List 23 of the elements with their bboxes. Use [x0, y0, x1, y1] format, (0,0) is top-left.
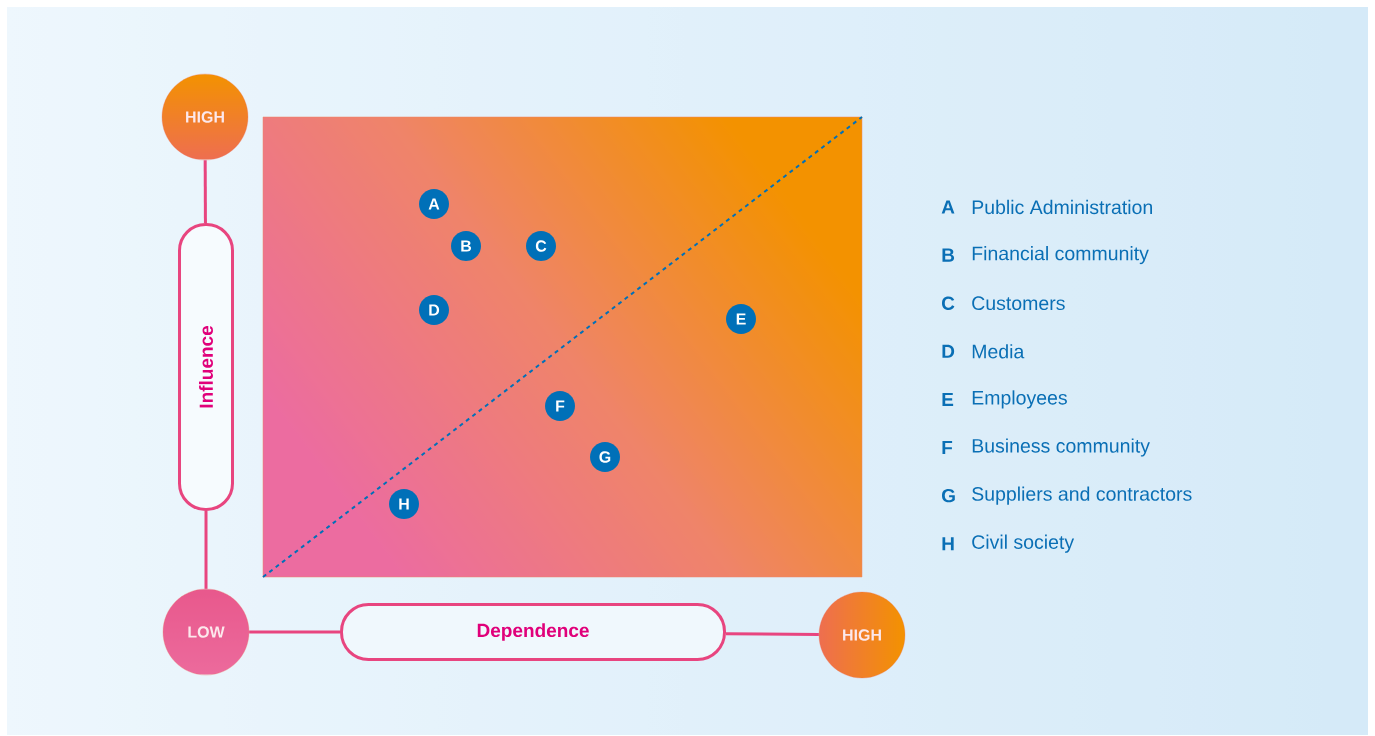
key-letter: C	[942, 296, 955, 310]
key-text: Financial community	[972, 246, 1149, 265]
key-letter: E	[942, 392, 954, 406]
key-text: Civil society	[972, 534, 1075, 553]
key-text: Media	[972, 344, 1025, 359]
key-letter: D	[942, 344, 955, 358]
key-text: Employees	[972, 390, 1067, 409]
key-letter: H	[942, 537, 954, 551]
key-letter: A	[941, 200, 955, 214]
key-letter: F	[942, 441, 953, 455]
connector-line	[249, 630, 340, 634]
key-letter: B	[942, 248, 955, 262]
key-text: Customers	[972, 296, 1065, 311]
connector-line	[203, 160, 207, 223]
connector-line	[204, 511, 208, 589]
key-text: Public Administration	[972, 199, 1152, 215]
connector-line	[726, 632, 819, 637]
axis-label-pill: Dependence	[340, 603, 726, 661]
key-text: Suppliers and contractors	[972, 486, 1192, 505]
axis-label-pill: Influence	[178, 223, 234, 511]
key-text: Business community	[972, 438, 1150, 457]
matrix-area	[262, 116, 863, 578]
key-letter: G	[942, 488, 955, 503]
